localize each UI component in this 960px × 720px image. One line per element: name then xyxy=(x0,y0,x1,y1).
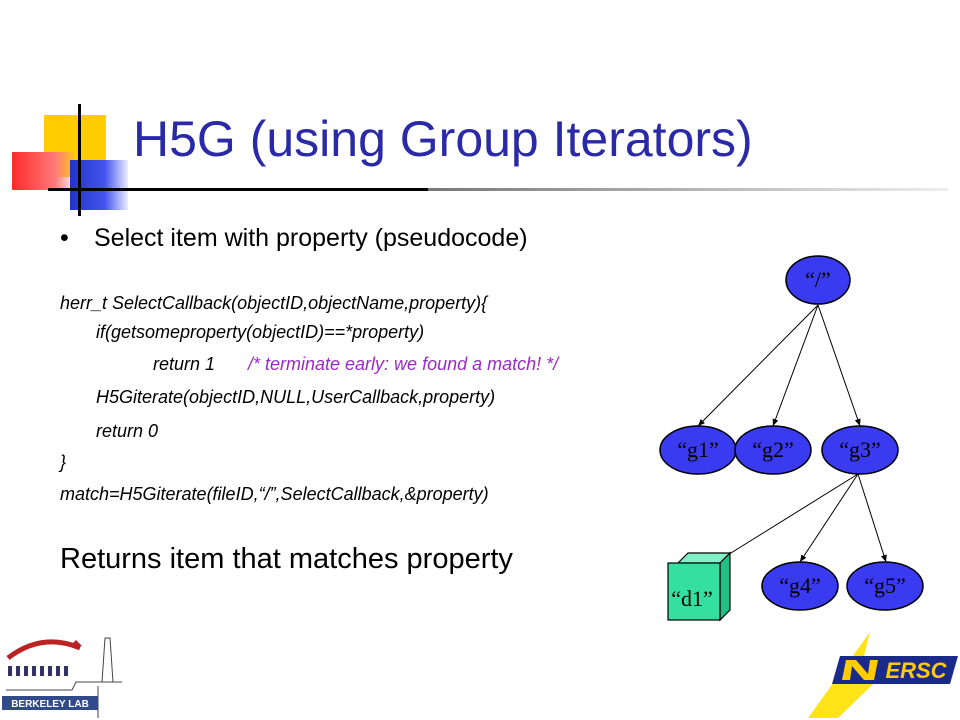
bullet-text: Select item with property (pseudocode) xyxy=(94,224,528,252)
title-underline-fade xyxy=(428,188,948,191)
decor-vertical-line xyxy=(78,104,81,216)
title-underline xyxy=(48,188,428,191)
decor-red-square xyxy=(12,152,74,190)
berkeley-lab-logo: BERKELEY LAB xyxy=(2,637,122,718)
node-g1: “g1” xyxy=(659,425,737,475)
code-comment: /* terminate early: we found a match! */ xyxy=(248,354,559,374)
node-g5: “g5” xyxy=(846,561,924,611)
berkeley-lab-text: BERKELEY LAB xyxy=(11,699,89,710)
bullet-item: • Select item with property (pseudocode) xyxy=(60,224,528,253)
node-g4-label: “g4” xyxy=(779,573,821,598)
slide-title: H5G (using Group Iterators) xyxy=(133,111,753,167)
code-line-5: return 0 xyxy=(96,421,159,441)
code-line-4: H5Giterate(objectID,NULL,UserCallback,pr… xyxy=(96,387,496,407)
node-g4: “g4” xyxy=(761,561,839,611)
node-g3: “g3” xyxy=(821,425,899,475)
bullet-dot: • xyxy=(60,224,69,252)
node-root-label: “/” xyxy=(805,267,831,292)
edge-g3-d1 xyxy=(709,473,859,567)
edge-root-g2 xyxy=(772,304,819,427)
code-line-6: } xyxy=(60,452,67,472)
code-line-3: return 1 xyxy=(153,354,216,374)
node-g2-label: “g2” xyxy=(752,437,794,462)
edge-g3-g4 xyxy=(799,473,859,563)
node-g1-label: “g1” xyxy=(677,437,719,462)
edge-g3-g5 xyxy=(857,473,887,563)
nersc-text: ERSC xyxy=(885,658,947,683)
code-line-1: herr_t SelectCallback(objectID,objectNam… xyxy=(60,293,488,313)
node-d1-label: “d1” xyxy=(671,586,713,611)
edge-root-g1 xyxy=(697,304,819,427)
code-line-2: if(getsomeproperty(objectID)==*property) xyxy=(96,322,425,342)
node-g5-label: “g5” xyxy=(864,573,906,598)
node-g2: “g2” xyxy=(734,425,812,475)
edge-root-g3 xyxy=(817,304,861,427)
node-root: “/” xyxy=(785,255,851,305)
nersc-logo: ERSC xyxy=(808,632,958,718)
node-d1-dataset: “d1” xyxy=(667,551,732,622)
returns-statement: Returns item that matches property xyxy=(60,543,513,575)
group-tree-diagram: “/” “g1” “g2” “g3” “d1” “g4” “g5” xyxy=(659,255,924,622)
node-g3-label: “g3” xyxy=(839,437,881,462)
code-line-7: match=H5Giterate(fileID,“/”,SelectCallba… xyxy=(60,484,489,504)
